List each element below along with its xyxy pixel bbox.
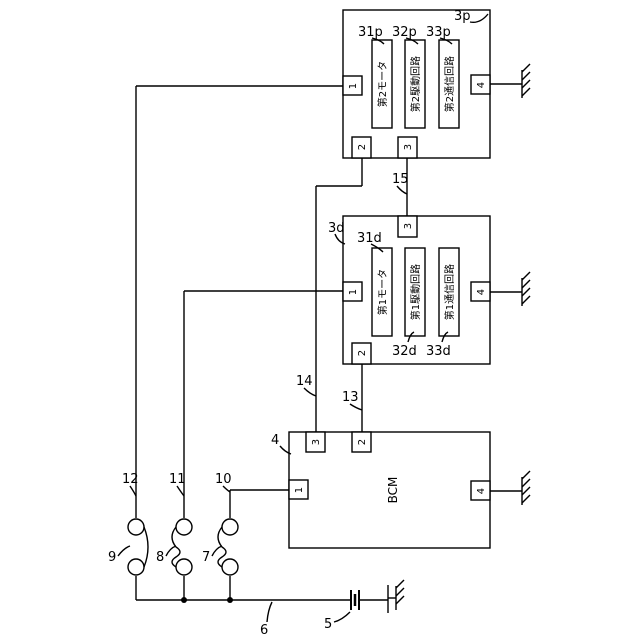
svg-text:2: 2 [357,439,368,445]
ref-13: 13 [342,390,359,405]
ref-10: 10 [215,472,232,487]
svg-text:2: 2 [357,144,368,150]
ref-8: 8 [156,550,164,565]
ref-31d: 31d [357,231,382,246]
ref-33p: 33p [426,25,451,40]
ref-11: 11 [169,472,186,487]
ref-4: 4 [271,433,279,448]
svg-text:2: 2 [357,350,368,356]
ref-14: 14 [296,374,313,389]
junction-dot [227,597,233,603]
ref-6: 6 [260,623,268,638]
ref-7: 7 [202,550,210,565]
svg-text:3: 3 [403,144,414,150]
motor-label-d: 第1モータ [376,269,389,315]
motor-label-p: 第2モータ [376,61,389,107]
drive-label-p: 第2駆動回路 [409,56,422,112]
ref-5: 5 [324,617,332,632]
comm-label-d: 第1通信回路 [443,264,456,320]
svg-text:4: 4 [476,289,487,295]
svg-text:3: 3 [403,223,414,229]
ref-3p: 3p [454,9,471,24]
ground-symbol [522,272,530,306]
bcm-block: BCM 1 2 3 4 [289,432,490,548]
ref-32d: 32d [392,344,417,359]
drive-label-d: 第1駆動回路 [409,264,422,320]
ground-symbol [396,580,404,610]
ref-33d: 33d [426,344,451,359]
ref-32p: 32p [392,25,417,40]
svg-text:3: 3 [311,439,322,445]
junction-dot [181,597,187,603]
comm-label-p: 第2通信回路 [443,56,456,112]
svg-text:4: 4 [476,82,487,88]
ref-9: 9 [108,550,116,565]
ref-12: 12 [122,472,139,487]
ground-symbol [522,64,530,98]
svg-text:4: 4 [476,488,487,494]
ref-15: 15 [392,172,409,187]
ground-symbol [522,471,530,505]
bcm-label: BCM [386,477,400,504]
fuse-9 [128,519,148,575]
svg-text:1: 1 [348,83,359,89]
svg-text:1: 1 [348,289,359,295]
battery-symbol [351,590,359,610]
ref-3d: 3d [328,221,345,236]
ref-31p: 31p [358,25,383,40]
svg-text:1: 1 [294,487,305,493]
